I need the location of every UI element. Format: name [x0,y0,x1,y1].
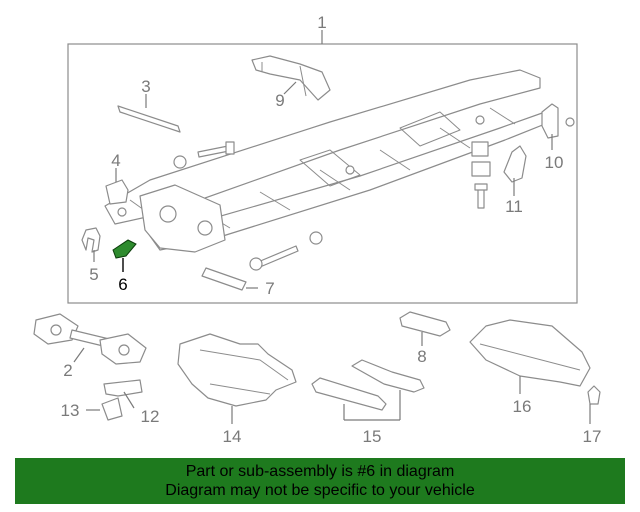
part-13-plate [101,397,123,421]
callout-12: 12 [141,407,160,426]
part-15-rail-a [311,377,387,411]
part-9-bracket [251,55,331,101]
frame-assembly [104,69,551,253]
part-8-mount [399,311,451,337]
part-6-highlighted[interactable] [112,239,137,259]
part-14-skid-plate [177,333,297,407]
callout-15: 15 [363,427,382,446]
callout-13: 13 [61,401,80,420]
bolt [257,245,299,268]
callout-3: 3 [141,77,150,96]
callout-17: 17 [583,427,602,446]
banner-line-1: Part or sub-assembly is #6 in diagram [185,463,455,480]
callout-9: 9 [275,91,284,110]
part-15-rail-b [351,359,425,393]
callout-7: 7 [265,279,274,298]
callout-11: 11 [505,197,523,216]
part-4-mount [105,179,129,205]
callout-16: 16 [513,397,532,416]
callout-6[interactable]: 6 [118,275,127,294]
callout-2: 2 [63,361,72,380]
callout-1: 1 [317,13,326,32]
callout-14: 14 [223,427,242,446]
parts-diagram: 1 2 3 4 5 6 7 8 9 10 11 12 13 14 15 16 1… [33,13,602,446]
callout-5: 5 [89,265,98,284]
banner-line-2: Diagram may not be specific to your vehi… [165,482,475,499]
callout-4: 4 [111,151,120,170]
bushing-stack [471,141,491,177]
part-17-fastener [587,385,601,405]
part-3-rod [117,105,181,133]
part-7-plate [201,267,247,291]
part-5-clip [81,227,101,253]
bolt [197,145,230,158]
part-10-bracket [541,103,559,139]
callout-8: 8 [417,347,426,366]
info-banner: Part or sub-assembly is #6 in diagram Di… [15,458,625,504]
part-12-bracket [103,379,143,397]
callout-10: 10 [545,153,564,172]
part-16-shield [469,319,591,387]
bushing [309,231,323,245]
part-11-bracket [503,145,527,183]
bushing [173,155,187,169]
